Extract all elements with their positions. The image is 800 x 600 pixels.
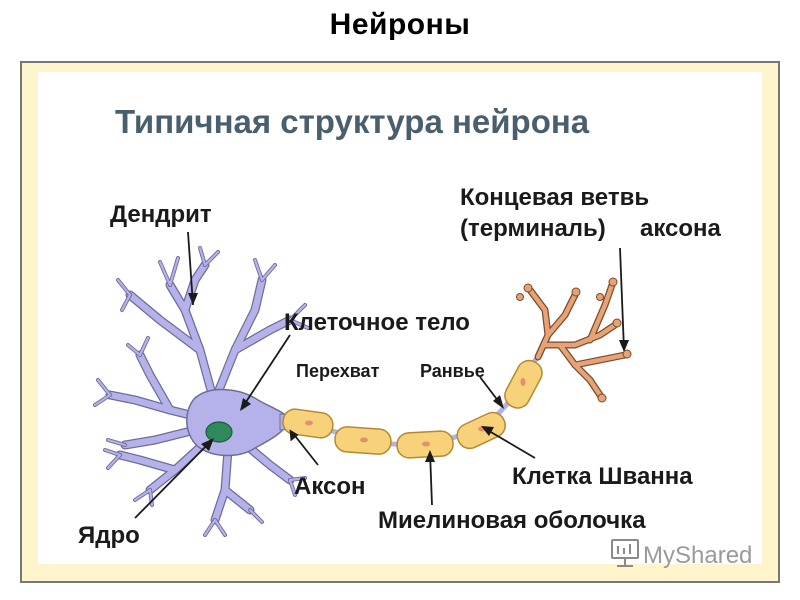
label-terminal-line1: Концевая ветвь [460, 184, 649, 211]
label-dendrite: Дендрит [110, 201, 212, 228]
pointer-cell-body [241, 334, 291, 409]
label-cell-body: Клеточное тело [284, 309, 470, 336]
page-title: Нейроны [329, 8, 471, 41]
dendrite-branches [93, 246, 310, 537]
presentation-board-icon [611, 539, 639, 567]
watermark: MyShared [611, 539, 752, 569]
pointer-lines [134, 231, 625, 519]
cell-body [186, 388, 291, 457]
label-nucleus: Ядро [78, 522, 140, 549]
label-terminal-line2b: аксона [640, 215, 722, 242]
label-myelin: Миелиновая оболочка [378, 507, 646, 534]
label-node-ranvier-2: Ранвье [420, 361, 485, 381]
diagram-title: Типичная структура нейрона [115, 103, 590, 140]
label-schwann: Клетка Шванна [512, 463, 693, 490]
arrow-heads [188, 293, 629, 462]
pointer-nucleus [134, 439, 213, 519]
label-terminal-line2: (терминаль) [460, 215, 606, 242]
axon-terminal [516, 277, 632, 403]
label-axon: Аксон [294, 473, 366, 500]
pointer-axon [291, 431, 319, 466]
pointer-schwann [483, 427, 536, 459]
watermark-text: MyShared [643, 542, 752, 569]
nucleus [205, 421, 233, 443]
pointer-dendrite [187, 231, 194, 306]
label-node-ranvier-1: Перехват [296, 361, 380, 381]
pointer-terminal [619, 247, 625, 351]
